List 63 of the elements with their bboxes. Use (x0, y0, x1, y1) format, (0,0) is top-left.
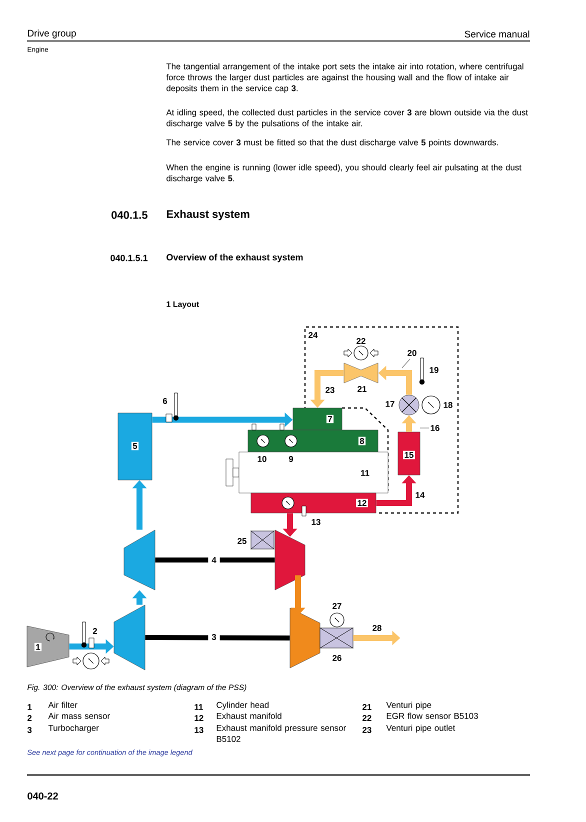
callout-number: 22 (356, 338, 366, 344)
heading: Exhaust system (166, 210, 250, 220)
air-filter: 1 (26, 626, 70, 668)
paragraph: The service cover 3 must be fitted so that the dust discharge valve 5 points downwards. (166, 139, 498, 148)
edge-label: 20 (406, 348, 418, 358)
callout-number: 10 (258, 456, 266, 462)
compressor (124, 530, 156, 590)
callout-number: 18 (444, 402, 452, 408)
outlet-box: 26 (320, 628, 354, 661)
legend-text: Turbocharger (48, 724, 99, 733)
callout-number: 6 (162, 398, 168, 404)
header-text: Service manual (464, 30, 530, 38)
section-number: 040.1.5.1 (110, 254, 148, 262)
legend-number: 12 (194, 715, 204, 721)
node-label: 25 (238, 538, 246, 544)
turbine (290, 608, 320, 668)
shaft-bar (145, 635, 290, 640)
page-number: 040-22 (28, 792, 58, 800)
wastegate-box: 25 (238, 530, 274, 550)
edge-label: 3 (208, 632, 220, 642)
header-text: Drive group (28, 30, 76, 38)
compressor (114, 604, 146, 670)
section-number: 040.1.5 (112, 211, 148, 219)
shaft-bar (155, 558, 275, 562)
legend-number: 3 (27, 727, 32, 734)
legend-text: Exhaust manifold pressure sensor B5102 (216, 724, 346, 742)
callout-number: 27 (332, 603, 342, 609)
legend-text: Venturi pipe (386, 702, 432, 710)
legend-number: 2 (28, 715, 32, 721)
node-label: 26 (332, 655, 342, 662)
paragraph: The tangential arrangement of the intake port sets the intake air into rotation, where centrifugal force throws the larger dust particles are against the housing wall and the flow of intake air deposits them in the service cap 3. (166, 63, 524, 93)
edge-label: 16 (429, 424, 441, 432)
legend-number: 21 (362, 704, 372, 710)
venturi-pipe: 21 (344, 362, 378, 392)
edge-label: 28 (371, 624, 383, 632)
edge-label: 14 (414, 490, 426, 500)
legend-number: 13 (194, 727, 204, 734)
edge-label: 4 (208, 556, 220, 564)
legend-number: 1 (28, 704, 32, 710)
edge-label: 23 (324, 386, 336, 394)
callout-number: 2 (92, 628, 98, 634)
callout-number: 19 (430, 367, 438, 373)
paragraph: When the engine is running (lower idle speed), you should clearly feel air pulsating at the dust discharge valve 5. (166, 164, 522, 183)
callout-number: 24 (308, 332, 318, 338)
legend-text: Air mass sensor (48, 712, 110, 719)
legend-number: 11 (194, 704, 203, 710)
callout-number: 9 (288, 456, 294, 462)
legend-text: Air filter (48, 702, 78, 708)
heading: Overview of the exhaust system (166, 254, 303, 262)
node-label: 21 (358, 386, 366, 392)
legend-number: 22 (362, 715, 372, 721)
legend-text: EGR flow sensor B5103 (386, 712, 478, 719)
legend-text: Cylinder head (216, 702, 269, 710)
turbine (274, 530, 306, 590)
paragraph: At idling speed, the collected dust particles in the service cover 3 are blown outside via the dust discharge valve 5 by the pulsations of the intake air. (166, 109, 528, 128)
legend-text: Venturi pipe outlet (386, 724, 456, 733)
subheading: 1 Layout (166, 301, 199, 309)
callout-number: 13 (312, 519, 320, 526)
legend-text: Exhaust manifold (216, 712, 282, 719)
manifold-box: 12 (250, 492, 376, 514)
cooler-box: 5 (118, 412, 152, 480)
intake-box: 7 (292, 408, 342, 430)
legend-number: 23 (362, 727, 372, 734)
